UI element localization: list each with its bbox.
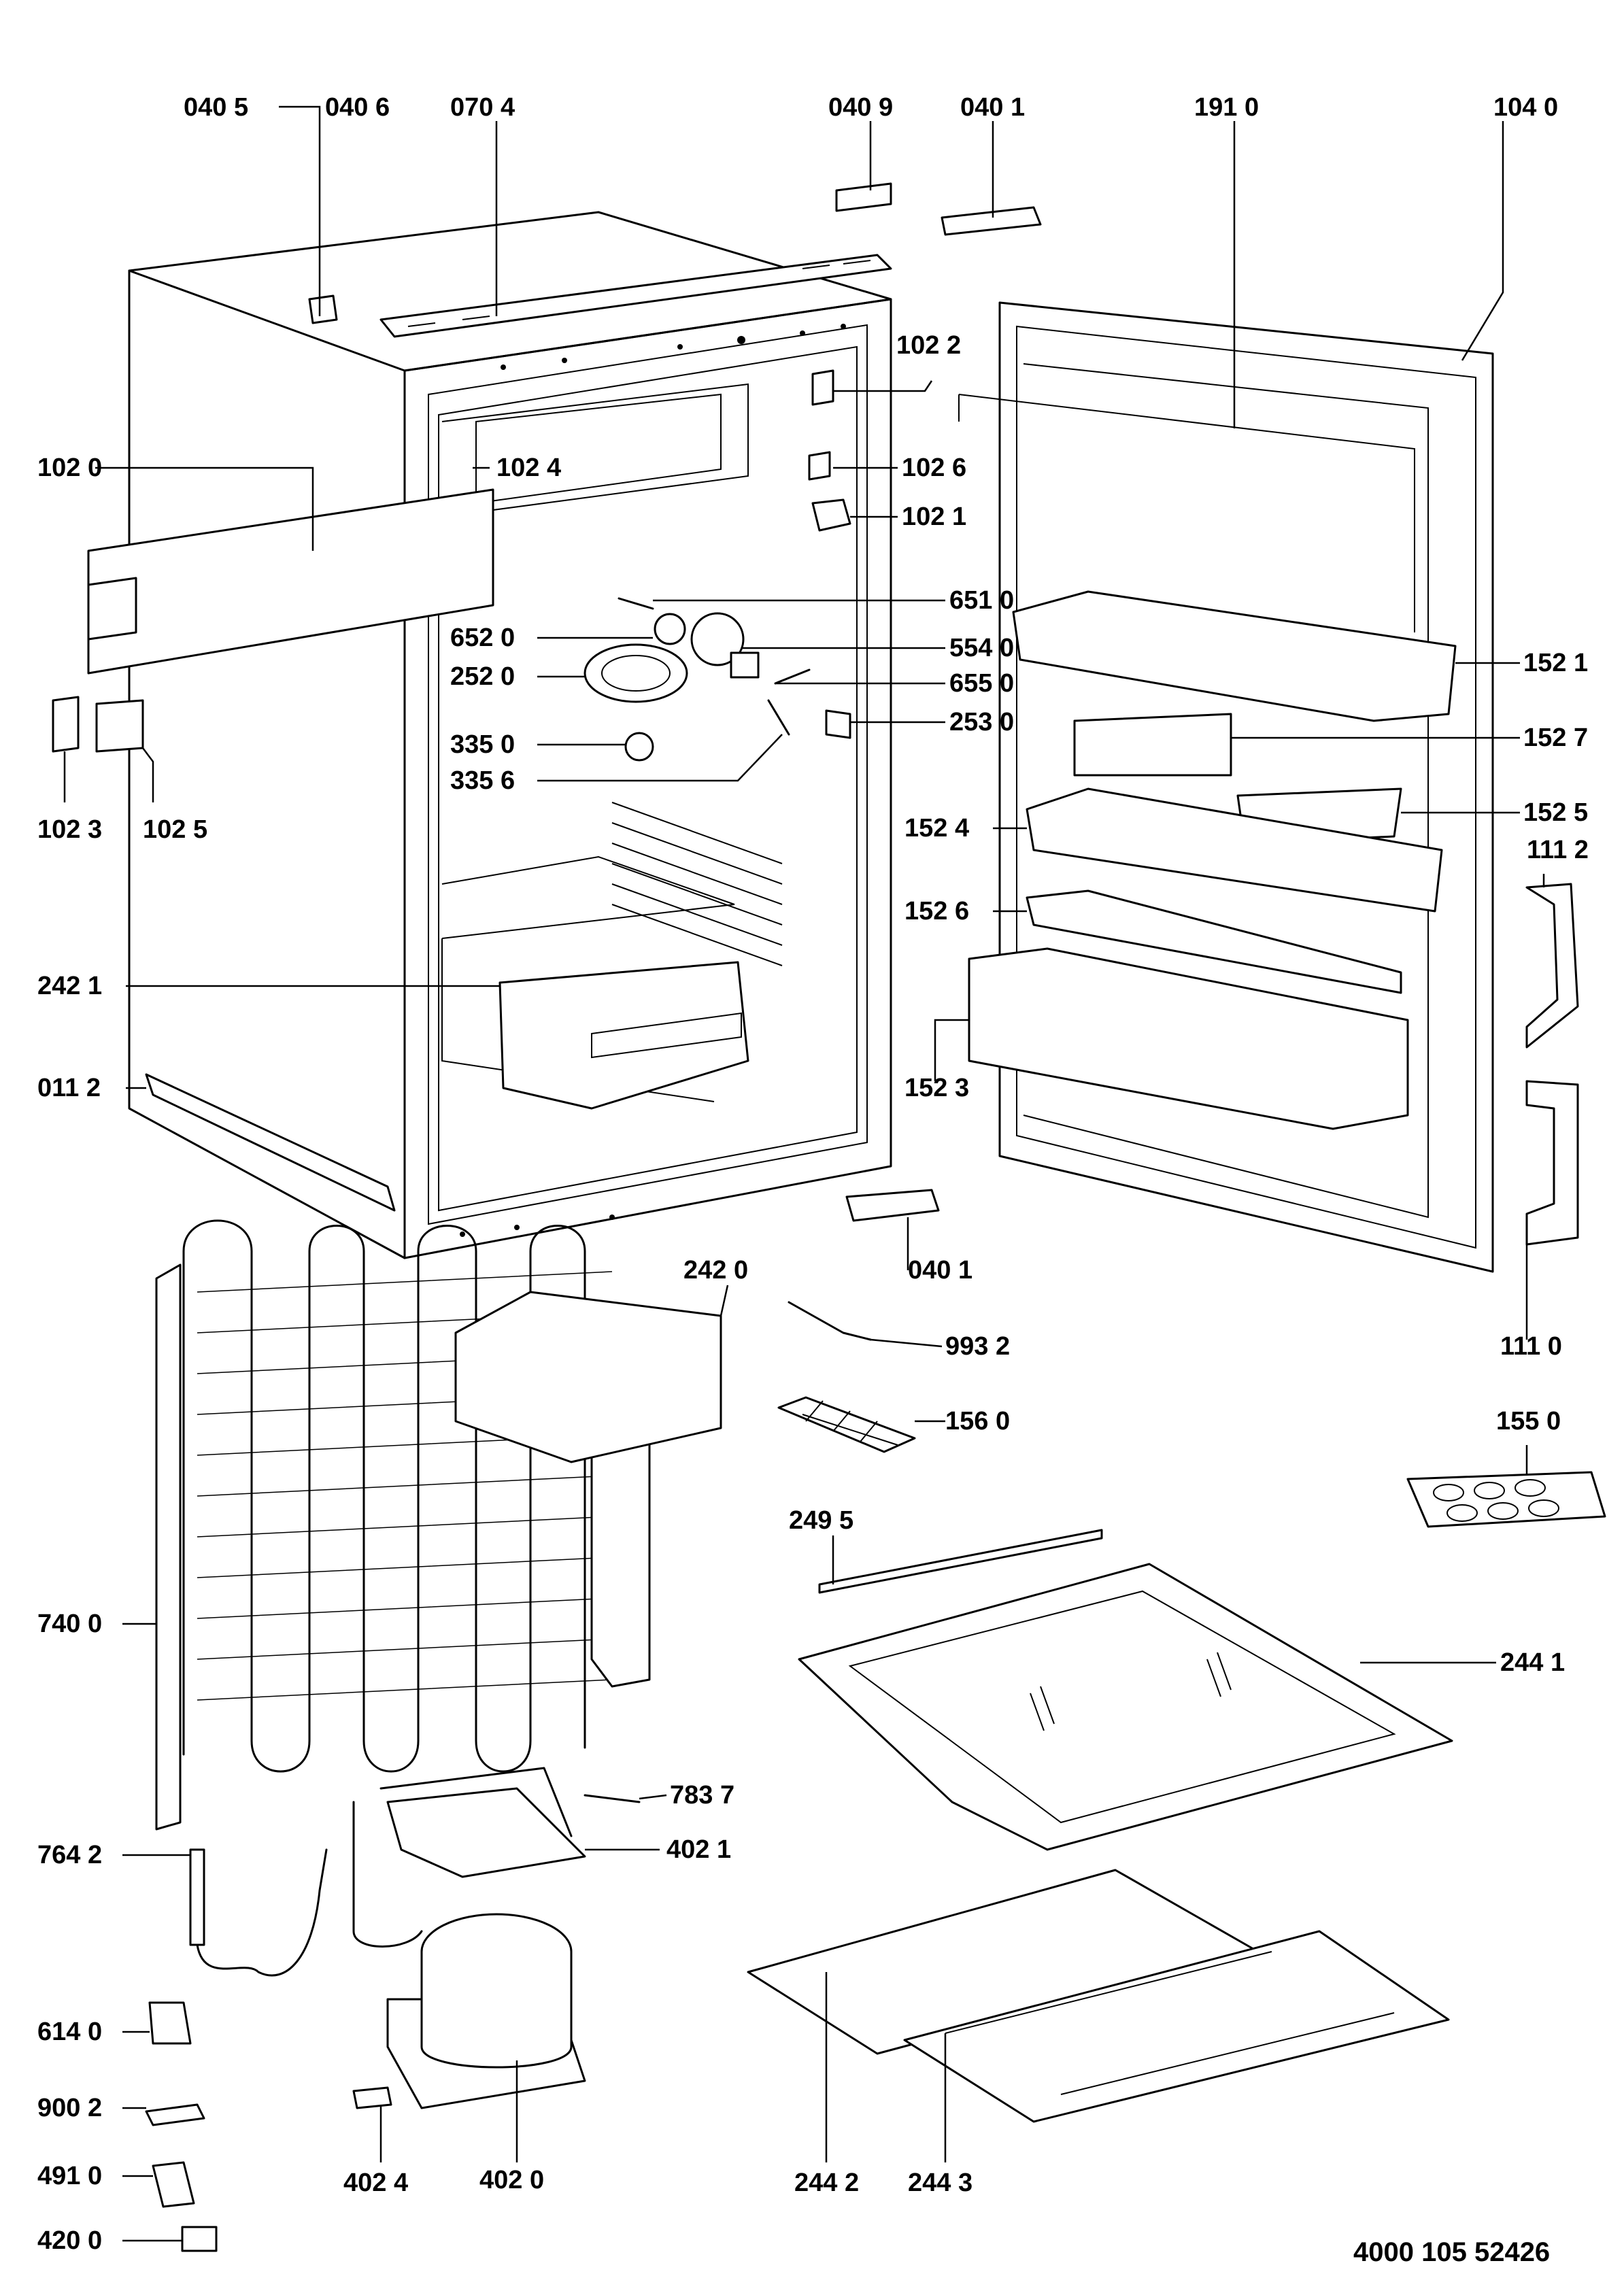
callout-6510: 651 0 <box>949 586 1014 615</box>
capillary-part <box>189 1848 328 1977</box>
callout-1526: 152 6 <box>904 897 969 925</box>
callout-9932: 993 2 <box>945 1332 1010 1361</box>
callout-1022: 102 2 <box>896 331 961 360</box>
callout-0406: 040 6 <box>325 93 390 122</box>
compressor-bracket-part <box>386 1787 586 1878</box>
pin-part <box>583 1794 641 1803</box>
callout-1112: 111 2 <box>1527 836 1589 864</box>
callout-2530: 253 0 <box>949 708 1014 736</box>
callout-1527: 152 7 <box>1523 724 1588 752</box>
callout-1020: 102 0 <box>37 454 102 482</box>
callout-6520: 652 0 <box>450 624 515 652</box>
callout-1023: 102 3 <box>37 815 102 844</box>
callout-7400: 740 0 <box>37 1610 102 1638</box>
condenser-part <box>155 1219 651 1831</box>
callout-6550: 655 0 <box>949 669 1014 698</box>
callout-4021: 402 1 <box>666 1835 731 1864</box>
electrical-parts <box>145 2001 392 2252</box>
crisper-drawer-part <box>498 961 749 1110</box>
callout-0405: 040 5 <box>184 93 248 122</box>
callout-1524: 152 4 <box>904 814 969 843</box>
callout-6140: 614 0 <box>37 2018 102 2046</box>
callout-2443: 244 3 <box>908 2169 972 2197</box>
callout-4020: 402 0 <box>479 2166 544 2194</box>
callout-0401-bottom: 040 1 <box>908 1256 972 1285</box>
callout-2520: 252 0 <box>450 662 515 691</box>
callout-0401-top: 040 1 <box>960 93 1025 122</box>
bottom-rail-part <box>145 1073 396 1212</box>
door-part <box>958 301 1494 1273</box>
door-bin-parts <box>968 590 1457 1130</box>
callout-2421: 242 1 <box>37 972 102 1000</box>
callout-2420: 242 0 <box>683 1256 748 1285</box>
egg-tray-part <box>1406 1471 1606 1528</box>
thermostat-assembly <box>583 597 851 762</box>
hinge-plate-part <box>835 182 892 212</box>
callout-1523: 152 3 <box>904 1074 969 1102</box>
callout-1521: 152 1 <box>1523 649 1588 677</box>
bracket-part <box>52 696 80 753</box>
callout-1110: 111 0 <box>1500 1332 1562 1361</box>
bracket-part <box>95 699 144 753</box>
callout-1910: 191 0 <box>1194 93 1259 122</box>
callout-4200: 420 0 <box>37 2226 102 2255</box>
callout-5540: 554 0 <box>949 634 1014 662</box>
callout-1021: 102 1 <box>902 503 966 531</box>
cabinet-body <box>128 211 892 1259</box>
front-panel-part <box>87 488 494 675</box>
callout-7837: 783 7 <box>670 1781 734 1810</box>
callout-4024: 402 4 <box>343 2169 408 2197</box>
callout-1560: 156 0 <box>945 1407 1010 1436</box>
callout-1550: 155 0 <box>1496 1407 1561 1436</box>
crisper-cover-part <box>747 1869 1450 2123</box>
callout-2441: 244 1 <box>1500 1648 1565 1677</box>
callout-1025: 102 5 <box>143 815 207 844</box>
callout-7642: 764 2 <box>37 1841 102 1869</box>
callout-1040: 104 0 <box>1493 93 1558 122</box>
callout-2495: 249 5 <box>789 1506 853 1535</box>
callout-0704: 070 4 <box>450 93 515 122</box>
sensor-part <box>788 1301 872 1341</box>
hinge-parts <box>808 369 851 532</box>
callout-4910: 491 0 <box>37 2162 102 2190</box>
ice-tray-part <box>777 1396 916 1453</box>
compressor-part <box>352 1767 586 2109</box>
glass-shelf-part <box>798 1563 1453 1851</box>
hinge-plate-part <box>941 206 1042 236</box>
clip-part <box>308 294 338 324</box>
callout-1026: 102 6 <box>902 454 966 482</box>
leader-lines <box>63 105 1545 2242</box>
callout-3356: 335 6 <box>450 766 515 795</box>
callout-9002: 900 2 <box>37 2094 102 2122</box>
callout-2442: 244 2 <box>794 2169 859 2197</box>
handle-part <box>1525 1080 1579 1246</box>
callout-1525: 152 5 <box>1523 798 1588 827</box>
freezer-tray-part <box>454 1291 722 1463</box>
callout-labels: 040 5 040 6 070 4 040 9 040 1 191 0 104 … <box>37 93 1589 2255</box>
callout-0112: 011 2 <box>37 1074 101 1102</box>
callout-0409: 040 9 <box>828 93 893 122</box>
handle-part <box>1525 883 1579 1049</box>
top-vent-grille <box>379 254 892 338</box>
callout-1024: 102 4 <box>496 454 561 482</box>
callout-3350: 335 0 <box>450 730 515 759</box>
hinge-plate-part <box>845 1189 940 1222</box>
trim-strip-part <box>818 1529 1103 1594</box>
document-number: 4000 105 52426 <box>1353 2237 1550 2267</box>
